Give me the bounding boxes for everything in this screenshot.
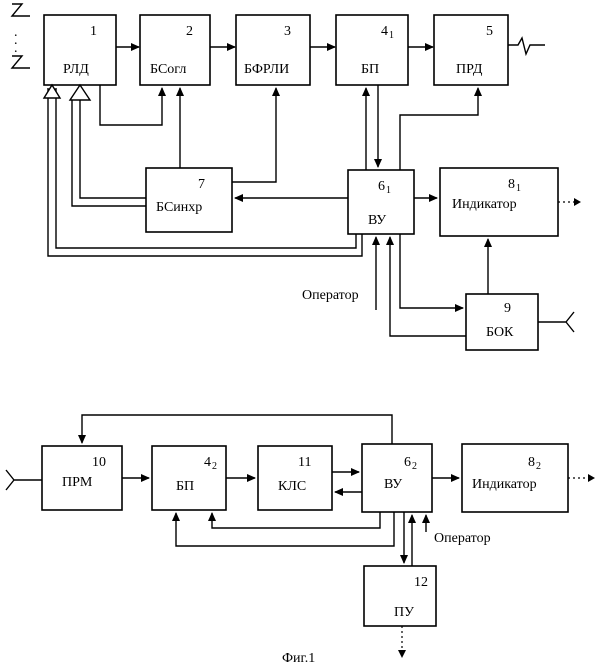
block-4-2-number: 4 xyxy=(204,455,211,470)
block-9-label: БОК xyxy=(486,325,514,340)
block-1-rld: 1 РЛД xyxy=(44,15,116,85)
block-7-label: БСинхр xyxy=(156,200,202,215)
block-4-1-bp: 4 1 БП xyxy=(336,15,408,85)
arrow-6b-to-10 xyxy=(82,415,392,444)
arrow-6-to-5 xyxy=(400,88,478,170)
block-5-label: ПРД xyxy=(456,62,483,77)
block-8-2-label: Индикатор xyxy=(472,477,537,492)
block-8-1-number: 8 xyxy=(508,177,515,192)
block-12-label: ПУ xyxy=(394,605,414,620)
block-6-2-vu: 6 2 ВУ xyxy=(362,444,432,512)
block-12-number: 12 xyxy=(414,575,428,590)
block-8-1-subscript: 1 xyxy=(516,183,521,194)
antenna-output-top xyxy=(508,38,545,54)
block-4-1-label: БП xyxy=(361,62,379,77)
antenna-block-9 xyxy=(538,312,574,332)
figure-caption: Фиг.1 xyxy=(282,651,315,666)
operator-label-bottom: Оператор xyxy=(434,531,491,546)
feedback-inner-line xyxy=(72,98,146,206)
block-3-label: БФРЛИ xyxy=(244,62,289,77)
block-4-1-subscript: 1 xyxy=(389,30,394,41)
block-12-pu: 12 ПУ xyxy=(364,566,436,626)
hollow-arrow-2 xyxy=(70,85,90,100)
block-2-label: БСогл xyxy=(150,62,186,77)
block-8-2-subscript: 2 xyxy=(536,461,541,472)
block-4-2-label: БП xyxy=(176,479,194,494)
block-3-number: 3 xyxy=(284,24,291,39)
arrow-6b-to-4b-inner xyxy=(212,512,380,528)
block-6-1-subscript: 1 xyxy=(386,185,391,196)
block-1-number: 1 xyxy=(90,24,97,39)
block-1-label: РЛД xyxy=(63,62,89,77)
block-2-number: 2 xyxy=(186,24,193,39)
block-8-2-indicator: 8 2 Индикатор xyxy=(462,444,568,512)
block-5-prd: 5 ПРД xyxy=(434,15,508,85)
arrow-6-to-9 xyxy=(400,234,463,308)
block-9-bok: 9 БОК xyxy=(466,294,538,350)
antenna-zigzag-top: . . . xyxy=(12,4,30,68)
indicator-2-output-arrowhead xyxy=(588,474,595,482)
block-2-bsogl: 2 БСогл xyxy=(140,15,210,85)
block-4-2-bp: 4 2 БП xyxy=(152,446,226,510)
block-6-1-vu: 6 1 ВУ xyxy=(348,170,414,234)
block-6-2-subscript: 2 xyxy=(412,461,417,472)
block-10-number: 10 xyxy=(92,455,106,470)
svg-text:.: . xyxy=(14,41,18,56)
arrow-9-to-6 xyxy=(390,237,466,336)
block-12-output-arrowhead xyxy=(398,650,406,658)
block-8-1-label: Индикатор xyxy=(452,197,517,212)
block-6-1-number: 6 xyxy=(378,179,385,194)
operator-label-top: Оператор xyxy=(302,288,359,303)
block-4-2-subscript: 2 xyxy=(212,461,217,472)
block-11-number: 11 xyxy=(298,455,311,470)
block-10-prm: 10 ПРМ xyxy=(42,446,122,510)
block-3-bfrli: 3 БФРЛИ xyxy=(236,15,310,85)
block-7-number: 7 xyxy=(198,177,205,192)
feedback-inner-line-2 xyxy=(80,98,146,198)
antenna-input-10 xyxy=(6,470,42,490)
block-5-number: 5 xyxy=(486,24,493,39)
block-8-2-number: 8 xyxy=(528,455,535,470)
block-11-kls: 11 КЛС xyxy=(258,446,332,510)
indicator-1-output-arrowhead xyxy=(574,198,581,206)
arrow-7-to-3 xyxy=(232,88,276,182)
block-6-2-label: ВУ xyxy=(384,477,402,492)
block-7-bsinhr: 7 БСинхр xyxy=(146,168,232,232)
block-8-1-indicator: 8 1 Индикатор xyxy=(440,168,558,236)
arrow-6b-to-4b-outer xyxy=(176,512,394,546)
block-11-label: КЛС xyxy=(278,479,306,494)
block-6-2-number: 6 xyxy=(404,455,411,470)
block-10-label: ПРМ xyxy=(62,475,93,490)
hollow-arrow-1 xyxy=(44,85,60,98)
block-4-1-number: 4 xyxy=(381,24,388,39)
arrow-1-to-2-bottom xyxy=(100,85,162,125)
block-6-1-label: ВУ xyxy=(368,213,386,228)
block-9-number: 9 xyxy=(504,301,511,316)
